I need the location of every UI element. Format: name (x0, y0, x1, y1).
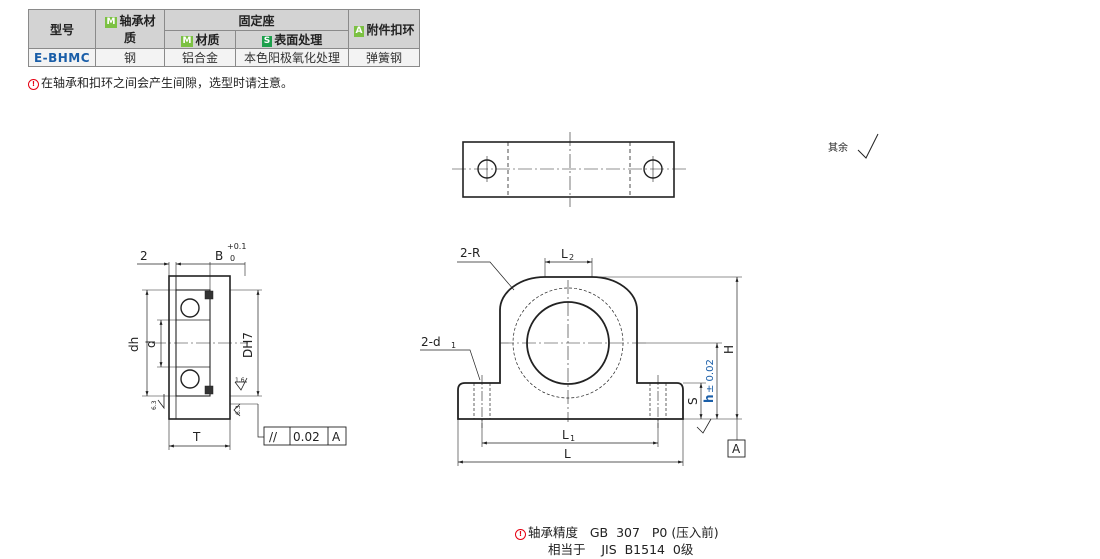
dim-l: L (564, 447, 571, 461)
dim-l2-sub: 2 (569, 253, 574, 262)
dim-s: S (686, 397, 700, 405)
datum-a-label: A (732, 442, 741, 456)
rough-1-6: 1.6 (235, 377, 245, 384)
header-model: 型号 (28, 9, 96, 49)
dim-h-lower: h (702, 394, 716, 403)
side-view (137, 262, 347, 450)
dim-h-upper: H (722, 345, 736, 354)
cell-material: 铝合金 (164, 48, 236, 67)
dim-l2: L (561, 247, 568, 261)
roughness-check-icon (857, 133, 879, 159)
cell-surface: 本色阳极氧化处理 (235, 48, 349, 67)
material-tag-icon: M (180, 36, 194, 47)
rough-6-3-left: 6.3 (151, 400, 158, 410)
parallelism-datum: A (332, 430, 341, 444)
warning-icon: ! (28, 79, 39, 90)
material-tag-icon: M (104, 17, 118, 28)
dim-t: T (192, 430, 201, 444)
ball-top-icon (180, 298, 200, 318)
dim-l1: L (562, 428, 569, 442)
dim-h-tol: ± 0.02 (705, 359, 716, 393)
dim-dh7: DH7 (241, 332, 255, 358)
header-accessory-ring-label: 附件扣环 (366, 22, 415, 37)
cell-bearing-material: 钢 (95, 48, 165, 67)
dim-b-tol-upper: +0.1 (227, 242, 246, 251)
header-bearing-material-label: 轴承材质 (119, 14, 156, 45)
footer-line-1: !轴承精度 GB 307 P0 (压入前) (507, 507, 719, 541)
cell-model-code[interactable]: E-BHMC (28, 48, 96, 67)
dim-b-tol-lower: 0 (230, 254, 235, 263)
parallelism-value: 0.02 (293, 430, 320, 444)
selection-note-text: 在轴承和扣环之间会产生间隙，选型时请注意。 (41, 76, 294, 90)
cell-accessory-ring: 弹簧钢 (348, 48, 420, 67)
footer-line-2: 相当于 JIS B1514 0级 (540, 524, 693, 558)
dim-two: 2 (140, 249, 148, 263)
selection-note: !在轴承和扣环之间会产生间隙，选型时请注意。 (28, 74, 293, 91)
footer-line-1-text: 轴承精度 GB 307 P0 (压入前) (527, 525, 719, 540)
dim-b: B (215, 249, 223, 263)
warning-icon: ! (514, 529, 526, 540)
dim-dh: dh (127, 337, 141, 352)
parallelism-symbol: // (269, 430, 278, 444)
dim-two-d1: 2-d (421, 335, 441, 349)
rough-6-3-right: 6.3 (235, 405, 242, 415)
surface-tag-icon: S (261, 36, 273, 47)
dim-l1-sub: 1 (570, 434, 575, 443)
top-view-outline (462, 141, 675, 198)
ball-bottom-icon (180, 369, 200, 389)
housing-outline (457, 276, 684, 420)
header-material-label: 材质 (195, 33, 220, 47)
roughness-other-label: 其余 (828, 141, 848, 154)
dim-two-r: 2-R (460, 246, 480, 260)
top-view (452, 132, 686, 207)
footer-line-2-text: 相当于 JIS B1514 0级 (547, 542, 694, 557)
header-surface-label: 表面处理 (274, 33, 323, 47)
dim-d: d (144, 340, 158, 348)
front-view (420, 258, 746, 466)
dim-two-d1-sub: 1 (451, 341, 456, 350)
accessory-tag-icon: A (353, 25, 365, 37)
